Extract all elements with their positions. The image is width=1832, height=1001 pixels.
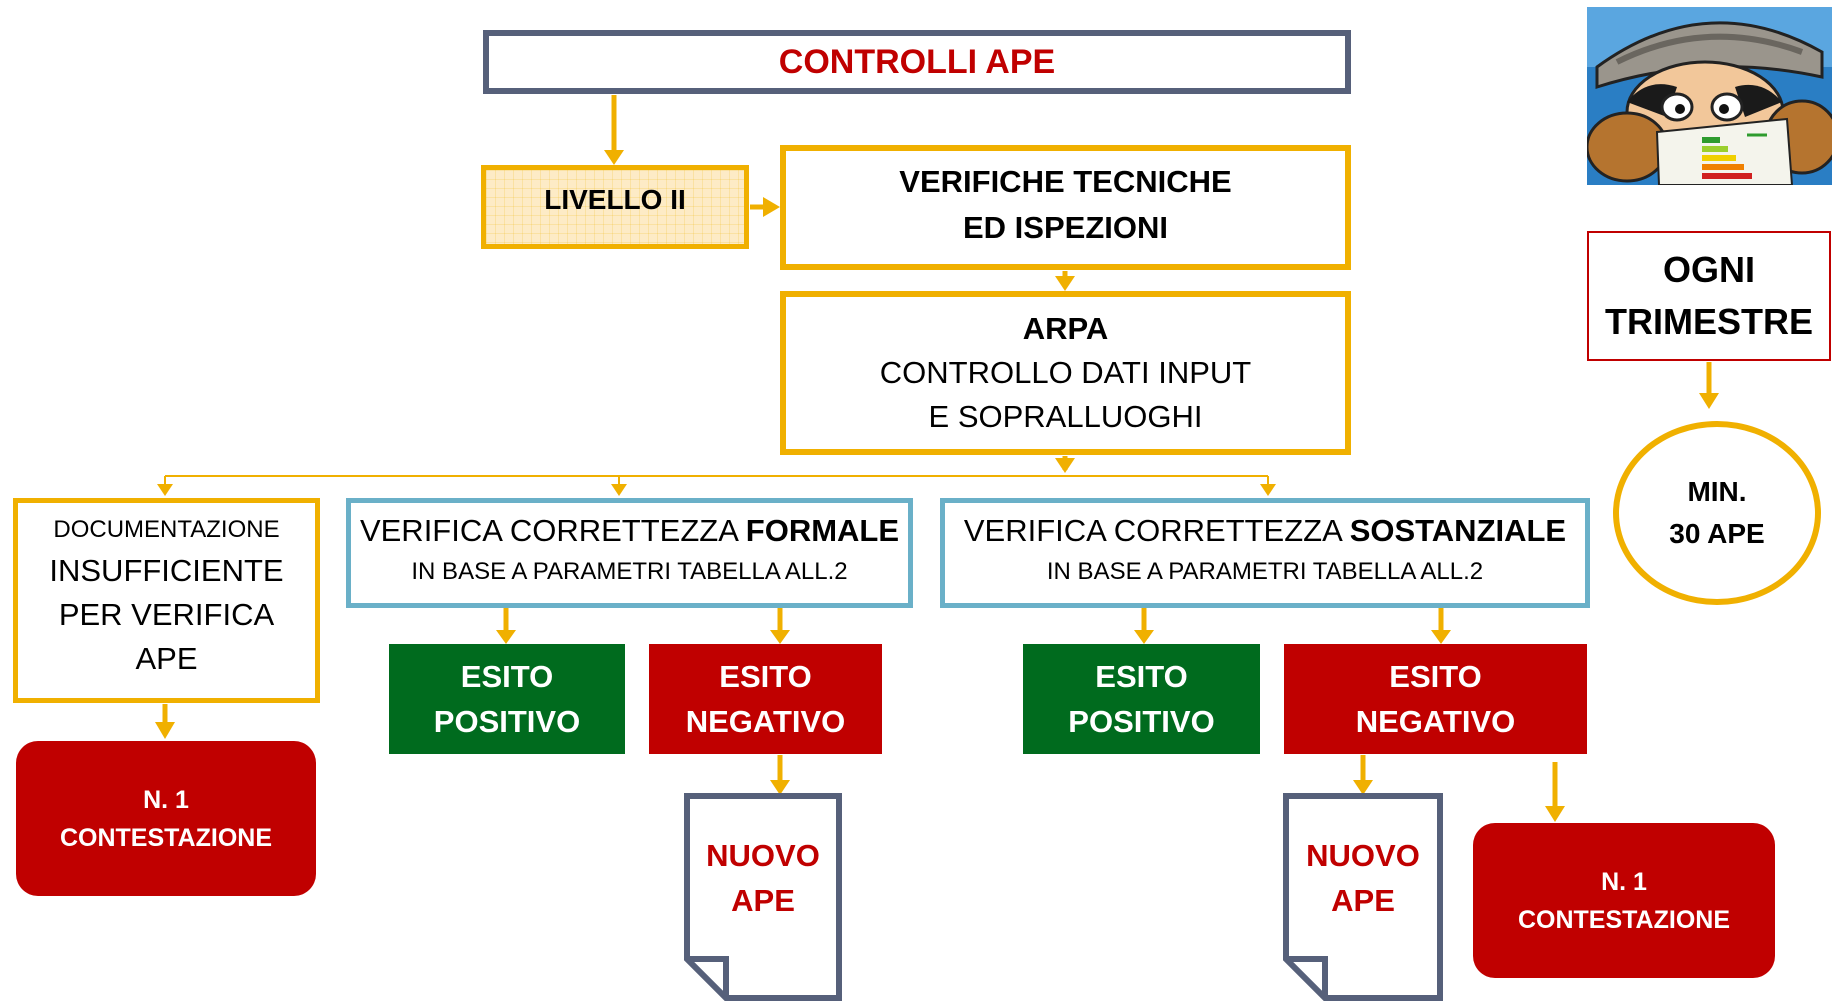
esito-negativo-formale: ESITO NEGATIVO: [649, 644, 882, 754]
nuovo-label: NUOVO: [1306, 838, 1420, 873]
esito-label: ESITO: [460, 659, 554, 694]
arrowhead: [770, 780, 790, 795]
arpa-line2: E SOPRALLUOGHI: [928, 399, 1203, 434]
formale-bold: FORMALE: [745, 513, 900, 548]
verifica-formale-box: VERIFICA CORRETTEZZA FORMALE IN BASE A P…: [346, 498, 913, 608]
arrowhead: [1134, 630, 1154, 644]
arrowhead: [1353, 780, 1373, 795]
doc-line3: PER VERIFICA: [58, 597, 275, 632]
formale-sub: IN BASE A PARAMETRI TABELLA ALL.2: [411, 558, 848, 585]
ape-count-label: 30 APE: [1669, 518, 1765, 549]
min-label: MIN.: [1687, 476, 1747, 507]
verifiche-line2: ED ISPEZIONI: [963, 210, 1168, 245]
arpa-title: ARPA: [1022, 311, 1109, 346]
arrowhead: [1055, 276, 1075, 291]
arpa-line1: CONTROLLO DATI INPUT: [879, 355, 1252, 390]
positivo-label: POSITIVO: [433, 704, 581, 739]
ogni-label: OGNI: [1662, 249, 1755, 290]
inspector-icon: [1587, 7, 1832, 185]
contestazione-count: N. 1: [1601, 867, 1647, 896]
min-ape-circle: MIN. 30 APE: [1613, 421, 1821, 605]
formale-prefix: VERIFICA CORRETTEZZA: [359, 513, 746, 548]
doc-line1: DOCUMENTAZIONE: [53, 516, 280, 543]
formale-heading: VERIFICA CORRETTEZZA FORMALE: [360, 509, 899, 553]
esito-negativo-sostanziale: ESITO NEGATIVO: [1284, 644, 1587, 754]
positivo-label: POSITIVO: [1068, 704, 1215, 739]
nuovo-ape-document-2: NUOVO APE: [1283, 793, 1443, 1001]
arrowhead: [1545, 806, 1565, 822]
negativo-label: NEGATIVO: [1355, 704, 1516, 739]
arrowhead: [157, 484, 173, 496]
arrowhead: [1699, 393, 1719, 409]
sostanziale-sub: IN BASE A PARAMETRI TABELLA ALL.2: [1046, 558, 1484, 585]
esito-label: ESITO: [1389, 659, 1482, 694]
arrowhead: [770, 630, 790, 644]
arrowhead: [604, 150, 624, 165]
document-icon: [684, 793, 842, 1001]
arrowhead: [1055, 458, 1075, 473]
arrowhead: [1260, 484, 1276, 496]
trimestre-label: TRIMESTRE: [1604, 301, 1813, 342]
arrowhead: [611, 484, 627, 496]
sostanziale-heading: VERIFICA CORRETTEZZA SOSTANZIALE: [964, 509, 1566, 553]
arpa-box: ARPA CONTROLLO DATI INPUT E SOPRALLUOGHI: [780, 291, 1351, 455]
verifiche-line1: VERIFICHE TECNICHE: [899, 164, 1232, 199]
contestazione-box-right: N. 1 CONTESTAZIONE: [1473, 823, 1775, 978]
livello-box: LIVELLO II: [481, 165, 749, 249]
verifica-sostanziale-box: VERIFICA CORRETTEZZA SOSTANZIALE IN BASE…: [940, 498, 1590, 608]
arrowhead: [1431, 630, 1451, 644]
ogni-trimestre-box: OGNI TRIMESTRE: [1587, 231, 1831, 361]
verifiche-tecniche-box: VERIFICHE TECNICHE ED ISPEZIONI: [780, 145, 1351, 270]
livello-text: LIVELLO II: [544, 184, 686, 215]
esito-label: ESITO: [1095, 659, 1188, 694]
nuovo-ape-document-1: NUOVO APE: [684, 793, 842, 1001]
sostanziale-bold: SOSTANZIALE: [1349, 513, 1567, 548]
nuovo-label: NUOVO: [706, 838, 820, 873]
arrowhead: [496, 630, 516, 644]
ape-label: APE: [1331, 883, 1395, 918]
contestazione-box-left: N. 1 CONTESTAZIONE: [16, 741, 316, 896]
doc-line4: APE: [135, 641, 198, 676]
esito-positivo-sostanziale: ESITO POSITIVO: [1023, 644, 1260, 754]
ape-label: APE: [731, 883, 795, 918]
title-box: CONTROLLI APE: [483, 30, 1351, 94]
contestazione-label: CONTESTAZIONE: [1517, 905, 1731, 934]
document-icon: [1283, 793, 1443, 1001]
inspector-cartoon-image: [1587, 7, 1832, 185]
arrowhead: [763, 197, 780, 217]
contestazione-count: N. 1: [143, 785, 189, 814]
arrowhead: [155, 722, 175, 739]
esito-label: ESITO: [719, 659, 812, 694]
documentazione-box: DOCUMENTAZIONE INSUFFICIENTE PER VERIFIC…: [13, 498, 320, 703]
title-text: CONTROLLI APE: [778, 42, 1056, 81]
sostanziale-prefix: VERIFICA CORRETTEZZA: [963, 513, 1350, 548]
negativo-label: NEGATIVO: [685, 704, 846, 739]
esito-positivo-formale: ESITO POSITIVO: [389, 644, 625, 754]
contestazione-label: CONTESTAZIONE: [59, 823, 273, 852]
doc-line2: INSUFFICIENTE: [49, 553, 284, 588]
